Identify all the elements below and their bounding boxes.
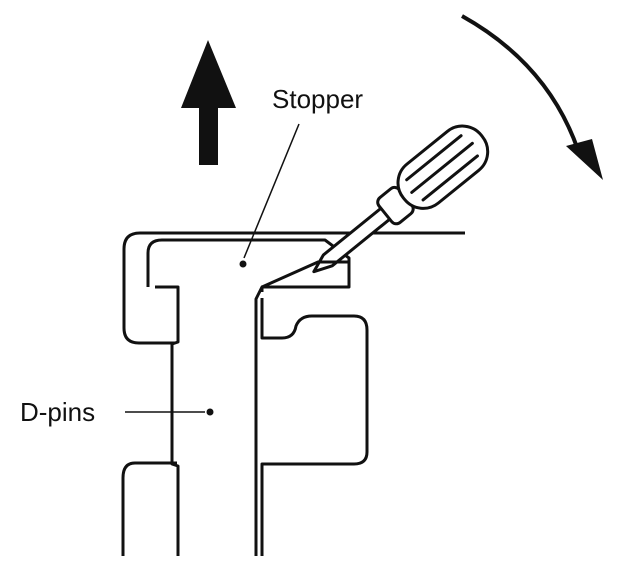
stopper-wedge	[261, 260, 349, 289]
dpins-label: D-pins	[20, 397, 95, 427]
screwdriver-icon	[312, 124, 490, 274]
d-pin-body	[155, 285, 264, 556]
stopper-leader	[243, 123, 300, 259]
clockwise-arrow-icon	[461, 14, 603, 180]
housing-outline	[121, 231, 465, 556]
up-arrow-icon	[181, 40, 236, 165]
dpins-dot	[206, 408, 214, 416]
stopper-dot	[239, 260, 247, 268]
stopper-label: Stopper	[272, 84, 363, 114]
socket-block	[260, 298, 369, 556]
